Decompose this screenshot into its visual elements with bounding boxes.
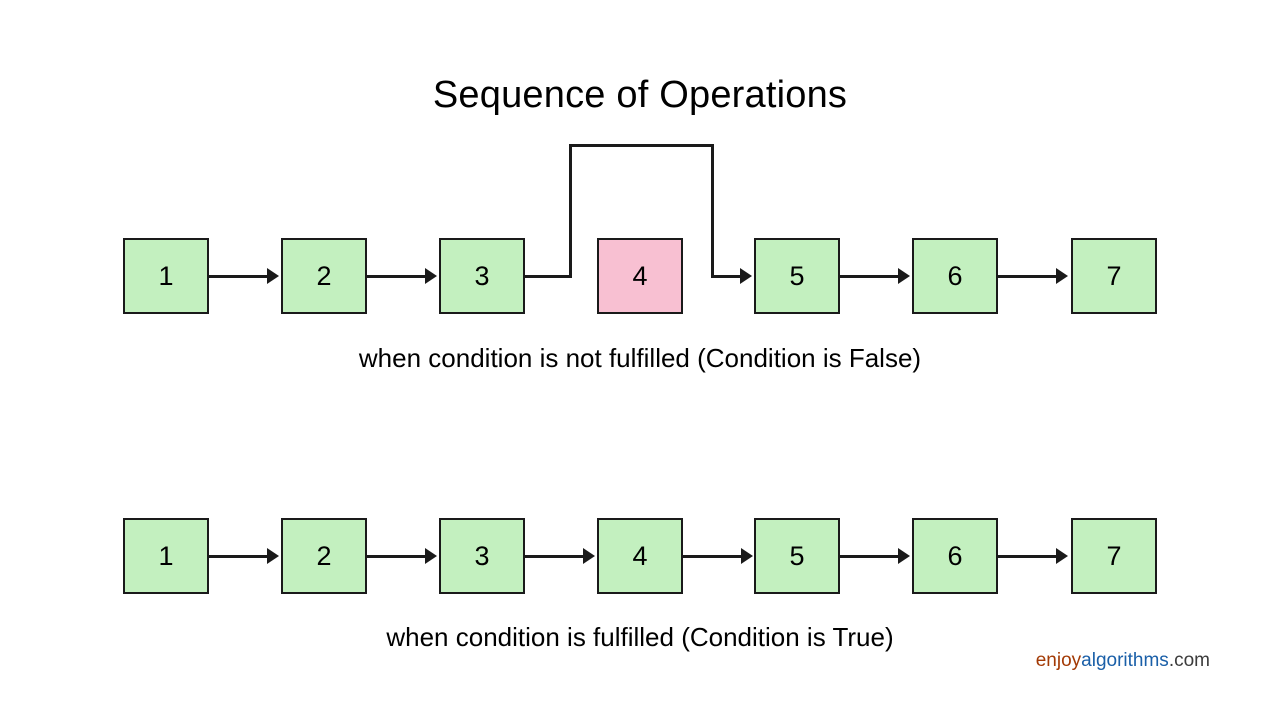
node-label: 7 — [1106, 540, 1122, 571]
node-box[interactable]: 5 — [754, 238, 840, 314]
node-box-skipped[interactable]: 4 — [597, 238, 683, 314]
connector-5-6 — [840, 275, 900, 278]
node-label: 4 — [632, 260, 648, 291]
node-box[interactable]: 7 — [1071, 518, 1157, 594]
node-box[interactable]: 2 — [281, 518, 367, 594]
node-label: 5 — [789, 260, 805, 291]
connector-3-4 — [525, 555, 585, 558]
connector-4-5-arrowhead — [741, 548, 753, 564]
connector-5-6 — [840, 555, 900, 558]
connector-2-3-arrowhead — [425, 268, 437, 284]
node-box[interactable]: 1 — [123, 238, 209, 314]
node-label: 3 — [474, 260, 490, 291]
connector-1-2-arrowhead — [267, 548, 279, 564]
node-label: 2 — [316, 260, 332, 291]
connector-1-2-arrowhead — [267, 268, 279, 284]
node-box[interactable]: 5 — [754, 518, 840, 594]
node-label: 6 — [947, 260, 963, 291]
connector-2-3 — [367, 555, 427, 558]
brand-algorithms-text: algorithms — [1081, 650, 1169, 671]
bypass-entry-stub — [711, 275, 746, 278]
connector-1-2 — [209, 275, 269, 278]
connector-6-7-arrowhead — [1056, 548, 1068, 564]
page-title: Sequence of Operations — [432, 74, 848, 116]
connector-3-4-arrowhead — [583, 548, 595, 564]
bypass-right-vertical — [711, 144, 714, 278]
node-label: 5 — [789, 540, 805, 571]
node-label: 1 — [158, 260, 174, 291]
connector-5-6-arrowhead — [898, 548, 910, 564]
node-box[interactable]: 3 — [439, 238, 525, 314]
connector-2-3 — [367, 275, 427, 278]
node-box[interactable]: 1 — [123, 518, 209, 594]
caption-condition-false: when condition is not fulfilled (Conditi… — [358, 343, 922, 373]
node-label: 6 — [947, 540, 963, 571]
node-box[interactable]: 7 — [1071, 238, 1157, 314]
connector-4-5 — [683, 555, 743, 558]
node-box[interactable]: 6 — [912, 518, 998, 594]
node-box[interactable]: 2 — [281, 238, 367, 314]
connector-6-7-arrowhead — [1056, 268, 1068, 284]
bypass-top-horizontal — [569, 144, 714, 147]
brand-enjoy-text: enjoy — [1035, 650, 1082, 671]
sequence-row-condition-true: 1 2 3 4 5 6 7 — [0, 495, 1280, 615]
node-label: 1 — [158, 540, 174, 571]
node-label: 3 — [474, 540, 490, 571]
caption-condition-true: when condition is fulfilled (Condition i… — [386, 622, 894, 652]
node-box[interactable]: 6 — [912, 238, 998, 314]
sequence-row-condition-false: 1 2 3 4 5 6 7 — [0, 144, 1280, 335]
connector-1-2 — [209, 555, 269, 558]
node-box[interactable]: 4 — [597, 518, 683, 594]
brand-tld-text: .com — [1168, 650, 1210, 671]
connector-2-3-arrowhead — [425, 548, 437, 564]
node-box[interactable]: 3 — [439, 518, 525, 594]
connector-5-6-arrowhead — [898, 268, 910, 284]
branding-watermark: enjoyalgorithms.com — [1036, 650, 1210, 672]
node-label: 7 — [1106, 260, 1122, 291]
connector-6-7 — [998, 275, 1058, 278]
node-label: 4 — [632, 540, 648, 571]
bypass-arrowhead — [740, 268, 752, 284]
node-label: 2 — [316, 540, 332, 571]
bypass-left-vertical — [569, 144, 572, 278]
connector-6-7 — [998, 555, 1058, 558]
bypass-exit-stub — [524, 275, 572, 278]
